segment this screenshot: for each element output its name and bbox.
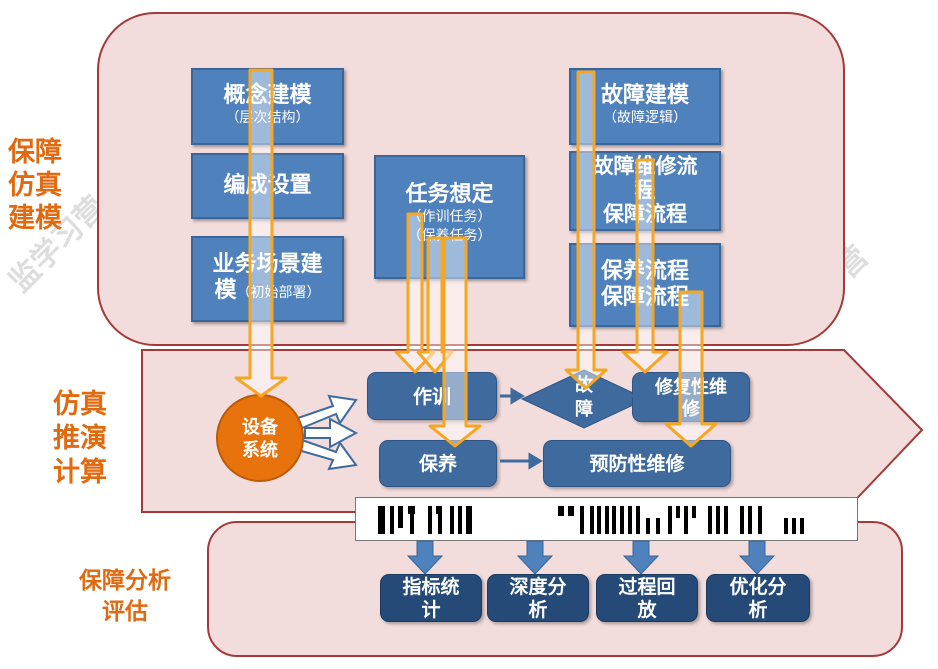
fault-modeling-title: 故障建模 bbox=[600, 83, 689, 108]
maintenance-node[interactable]: 保养 bbox=[379, 440, 497, 487]
modeling-zone-label: 保障 仿真 建模 bbox=[8, 137, 62, 234]
fault-modeling-sub: （故障逻辑） bbox=[603, 110, 687, 126]
task-scenario-sub1: （作训任务） bbox=[407, 209, 492, 225]
fault-diamond[interactable] bbox=[520, 368, 648, 430]
scenario-modeling-box[interactable]: 业务场景建 模（初始部署） bbox=[191, 236, 344, 322]
formation-setup-title: 编成设置 bbox=[193, 173, 342, 199]
maintenance-flow-line1: 保养流程 bbox=[571, 259, 719, 285]
eval-arrow-3 bbox=[622, 540, 660, 575]
optimization-analysis-box[interactable]: 优化分 析 bbox=[706, 574, 810, 622]
metric-statistics-box[interactable]: 指标统 计 bbox=[380, 574, 482, 622]
preventive-maintenance-node[interactable]: 预防性维修 bbox=[543, 440, 731, 487]
arrow-maintain-to-preventive bbox=[664, 290, 718, 448]
arrow-fault-to-diamond bbox=[564, 70, 608, 390]
arrow-concept-to-equipment bbox=[234, 68, 288, 398]
maintenance-flow-line2: 保障流程 bbox=[571, 285, 719, 311]
arrow-task-to-maintenance bbox=[428, 236, 482, 448]
concept-modeling-sub: （层次结构） bbox=[193, 109, 342, 128]
repair-node[interactable]: 修复性维 修 bbox=[632, 372, 750, 422]
fault-repair-flow-line3: 保障流程 bbox=[571, 201, 719, 227]
training-to-fault-arrowhead bbox=[510, 387, 525, 405]
process-replay-box[interactable]: 过程回 放 bbox=[596, 574, 698, 622]
arrow-faultrepair-to-repair bbox=[621, 158, 669, 374]
training-node[interactable]: 作训 bbox=[367, 372, 497, 420]
scenario-modeling-sub: （初始部署） bbox=[236, 285, 321, 301]
eval-arrow-4 bbox=[738, 540, 776, 575]
arrow-task-to-training-a bbox=[394, 212, 436, 374]
fault-repair-flow-line1: 故障维修流 bbox=[571, 154, 719, 179]
task-scenario-title: 任务想定 bbox=[405, 182, 494, 207]
concept-modeling-title: 概念建模 bbox=[193, 83, 342, 109]
formation-setup-box[interactable]: 编成设置 bbox=[191, 153, 344, 219]
simulation-zone-label: 仿真 推演 计算 bbox=[53, 389, 107, 488]
eval-arrow-1 bbox=[406, 540, 444, 575]
equipment-arrow-down bbox=[296, 438, 358, 471]
equipment-arrow-mid bbox=[304, 417, 359, 449]
maintenance-to-preventive-arrowhead bbox=[528, 452, 543, 470]
evaluation-zone-label: 保障分析 评估 bbox=[79, 568, 171, 625]
fault-repair-flow-line2: 程 bbox=[571, 179, 719, 201]
equipment-arrow-up bbox=[296, 394, 358, 430]
scenario-modeling-title-cont: 模 bbox=[214, 278, 237, 303]
scenario-modeling-title: 业务场景建 bbox=[193, 252, 342, 278]
deep-analysis-box[interactable]: 深度分 析 bbox=[487, 574, 589, 622]
eval-arrow-2 bbox=[516, 540, 554, 575]
